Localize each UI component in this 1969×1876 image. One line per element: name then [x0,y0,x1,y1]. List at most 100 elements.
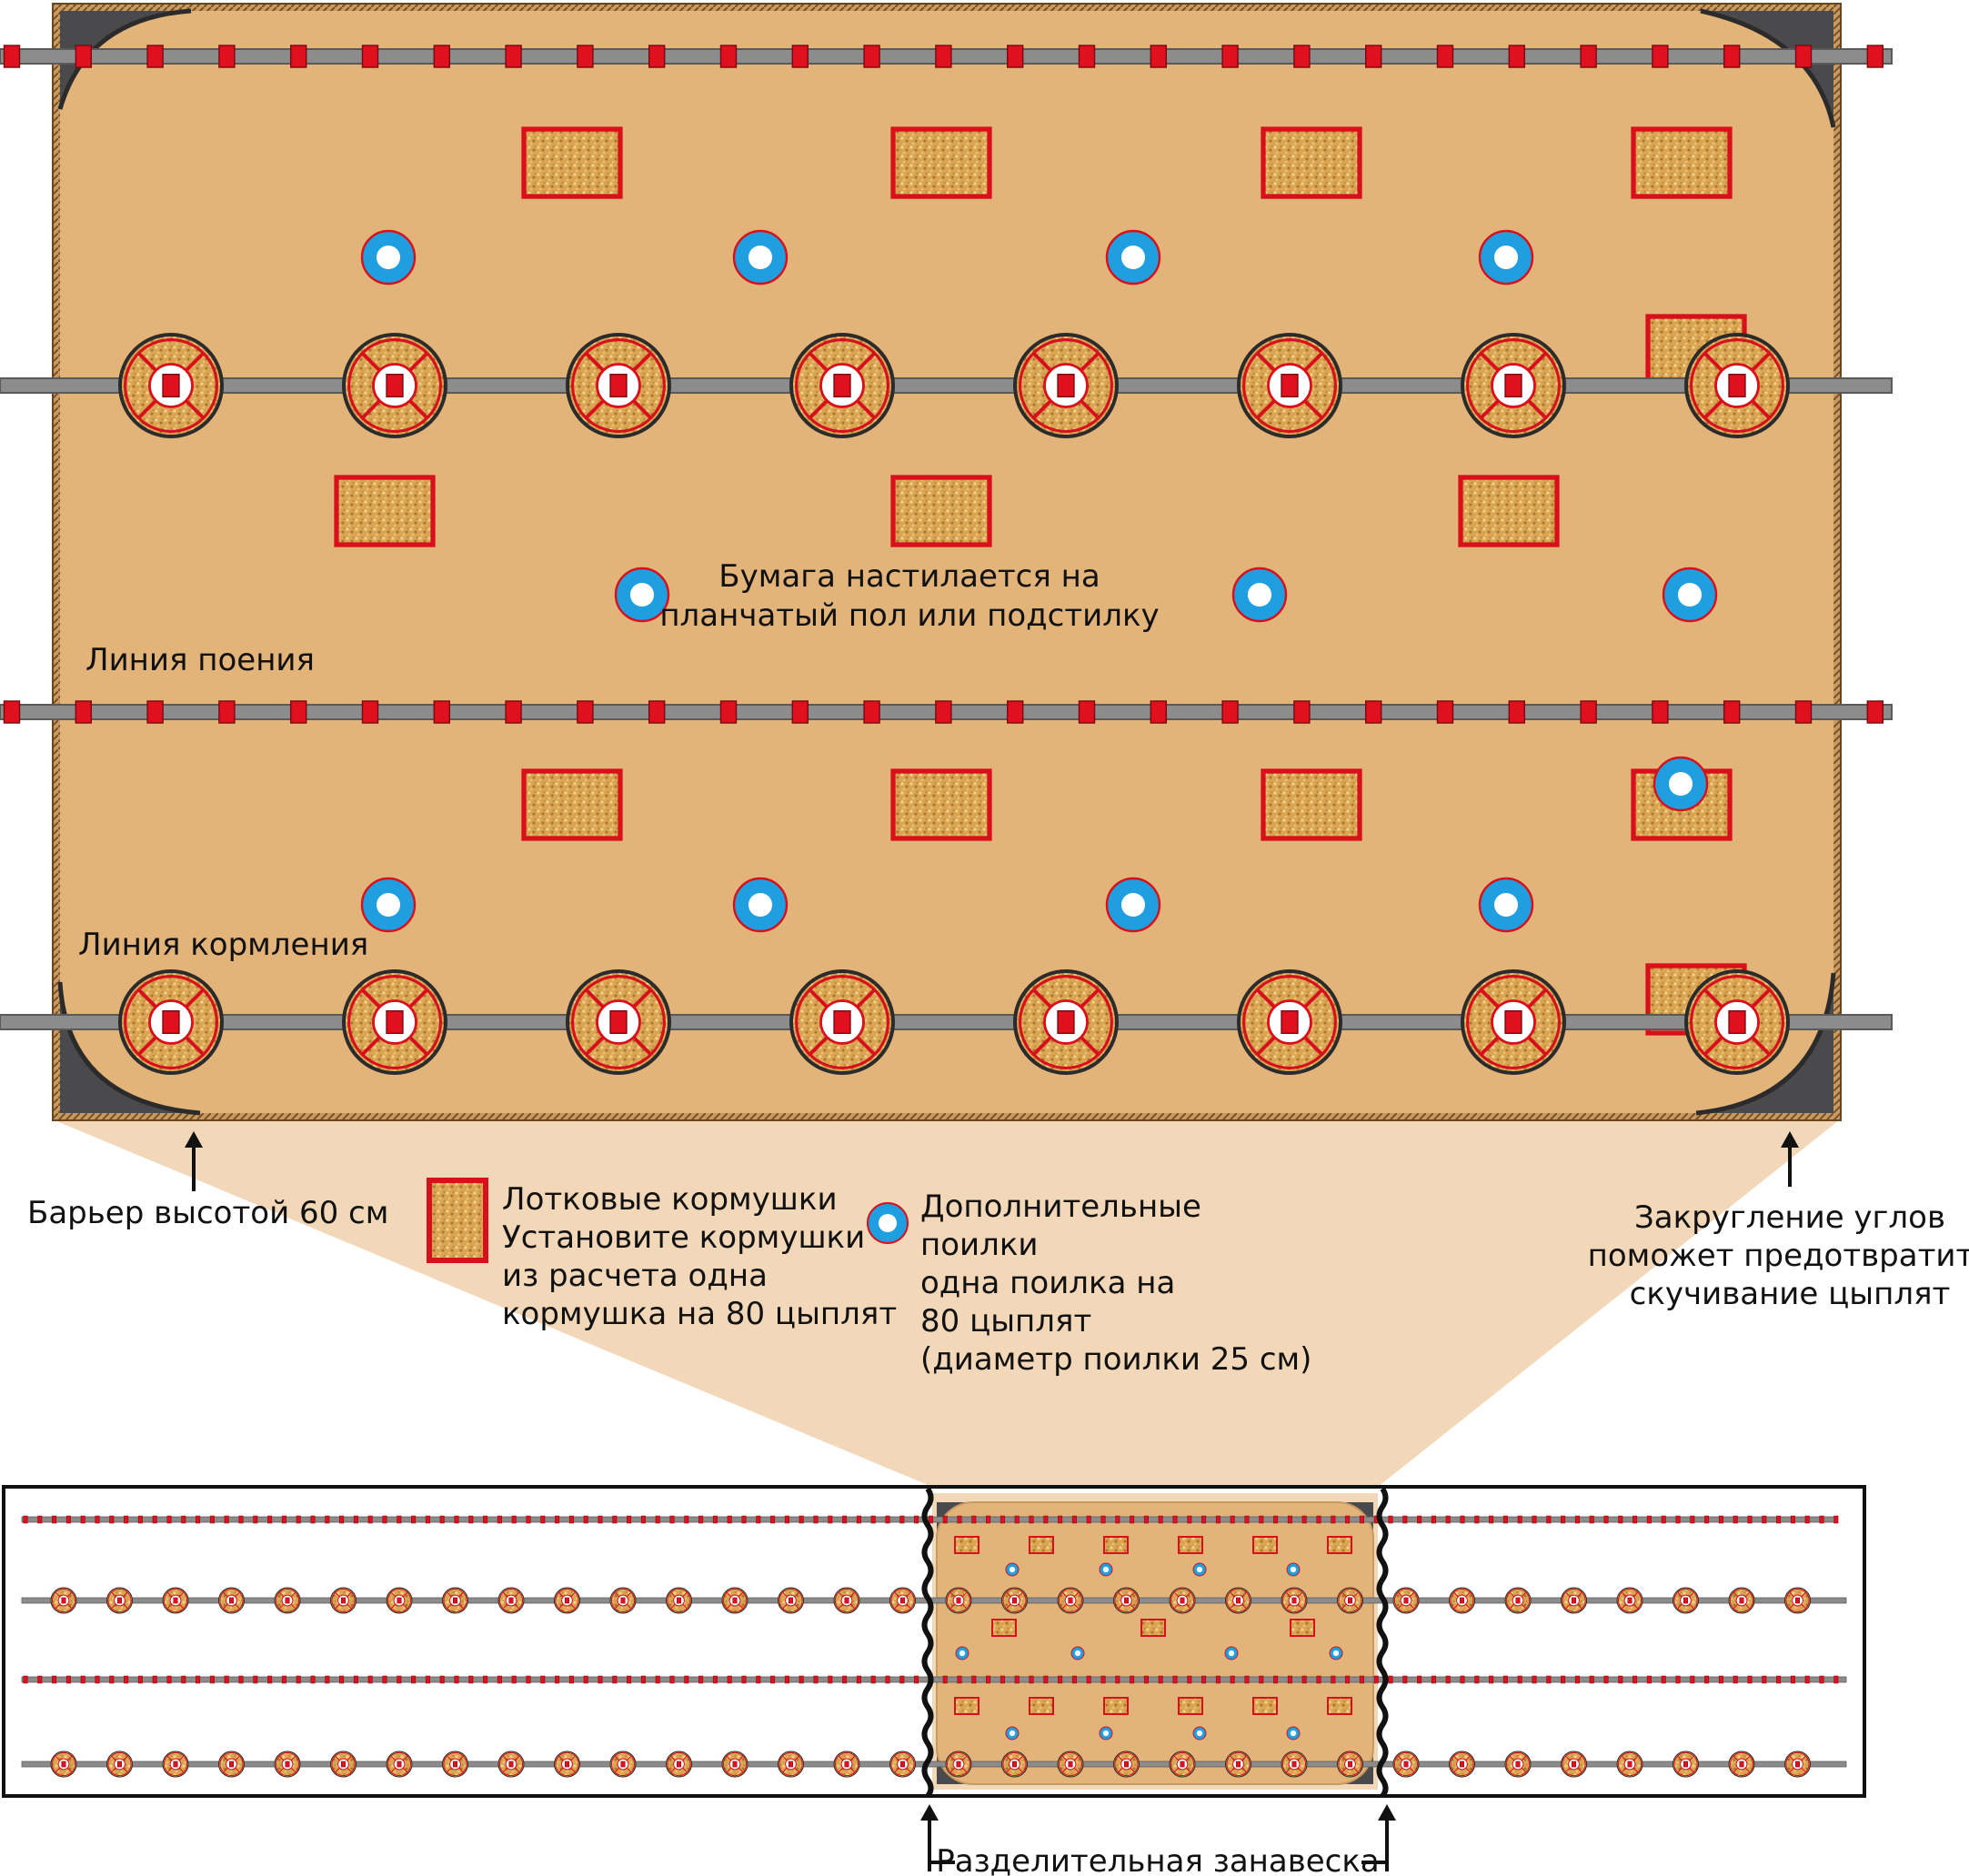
nipple-drinker-icon [1187,1675,1192,1684]
nipple-drinker-icon [1201,1675,1207,1684]
nipple-drinker-icon [1316,1675,1321,1684]
nipple-drinker-icon [698,1675,704,1684]
nipple-drinker-icon [1690,1675,1695,1684]
drinker-icon [732,877,789,933]
nipple-drinker-icon [361,700,379,724]
nipple-drinker-icon [1158,1675,1163,1684]
nipple-drinker-icon [1723,45,1741,68]
nipple-drinker-icon [1071,1515,1077,1524]
nipple-drinker-icon [583,1515,588,1524]
pan-feeder-icon [1057,1587,1084,1614]
nipple-drinker-icon [224,1675,229,1684]
tray-feeder-icon [991,1619,1017,1637]
pan-feeder-icon [106,1751,133,1778]
tray-feeders-line-3: из расчета одна [502,1258,768,1294]
nipple-drinker-icon [1417,1515,1422,1524]
pan-feeder-icon [1225,1587,1251,1614]
nipple-drinker-icon [281,1675,286,1684]
nipple-drinker-icon [52,1675,57,1684]
curtain-right [1376,1487,1389,1798]
nipple-drinker-icon [1675,1675,1681,1684]
pan-feeder-icon [554,1751,580,1778]
nipple-drinker-icon [1201,1515,1207,1524]
pan-feeder-icon [666,1587,692,1614]
nipple-drinker-icon [986,1515,991,1524]
drinker-icon [1478,877,1534,933]
corner-guard-tr [1701,11,1833,127]
tray-feeder-icon [1252,1536,1278,1554]
nipple-drinker-icon [863,700,880,724]
nipple-drinker-icon [124,1675,129,1684]
pan-feeder-icon [1013,969,1119,1075]
nipple-drinker-icon [828,1675,833,1684]
nipple-drinker-icon [1618,1515,1623,1524]
nipple-drinker-icon [1445,1675,1451,1684]
pan-feeder-icon [1784,1587,1811,1614]
pan-feeder-icon [889,1751,916,1778]
drinker-icon [1005,1562,1020,1577]
rounded-corner-bl [57,981,201,1116]
nipple-drinker-icon [361,45,379,68]
pan-feeder-icon [1449,1587,1475,1614]
nipple-drinker-icon [1000,1515,1005,1524]
nipple-drinker-icon [511,1675,517,1684]
nipple-drinker-icon [1646,1675,1652,1684]
pan-feeder-icon [889,1587,916,1614]
nipple-drinker-icon [526,1675,531,1684]
nipple-drinker-icon [505,700,522,724]
nipple-drinker-icon [1301,1675,1307,1684]
pan-feeder-icon [554,1587,580,1614]
nipple-drinker-icon [1230,1675,1235,1684]
nipple-drinker-icon [1143,1515,1149,1524]
tray-feeder-icon [1029,1697,1054,1715]
feeding-line [0,1014,1893,1030]
drinker-icon [614,567,670,623]
nipple-drinker-icon [784,1675,789,1684]
nipple-drinker-icon [684,1675,689,1684]
pan-feeder-icon [778,1751,804,1778]
nipple-drinker-icon [1187,1515,1192,1524]
pan-feeder-icon [1784,1751,1811,1778]
nipple-drinker-icon [23,1675,28,1684]
nipple-drinker-icon [1331,1515,1336,1524]
nipple-drinker-icon [1517,1675,1522,1684]
nipple-drinker-icon [1436,45,1454,68]
nipple-drinker-icon [181,1515,186,1524]
house-overview [2,1485,1866,1798]
nipple-drinker-icon [1460,1515,1465,1524]
nipple-drinker-icon [1293,45,1311,68]
nipple-drinker-icon [1006,45,1024,68]
nipple-drinker-icon [612,1675,618,1684]
tray-feeder-icon [1178,1536,1203,1554]
nipple-drinker-icon [1517,1515,1522,1524]
nipple-drinker-icon [598,1515,603,1524]
pan-feeder-icon [945,1587,972,1614]
pan-feeder-icon [1392,1587,1420,1614]
nipple-drinker-icon [784,1515,789,1524]
nipple-drinker-icon [1287,1675,1292,1684]
nipple-drinker-icon [1316,1515,1321,1524]
pan-feeder-icon [1337,1751,1363,1778]
nipple-drinker-icon [914,1675,919,1684]
nipple-drinker-icon [669,1515,675,1524]
nipple-drinker-icon [1776,1675,1782,1684]
drinker-icon [360,877,417,933]
pan-feeder-icon [162,1751,189,1778]
nipple-drinker-icon [1215,1515,1221,1524]
nipple-drinker-icon [971,1675,977,1684]
nipple-drinker-icon [1460,1675,1465,1684]
nipple-drinker-icon [1646,1515,1652,1524]
pan-feeder-icon [386,1587,413,1614]
nipple-drinker-icon [770,1675,776,1684]
pan-feeder-icon [1616,1587,1643,1614]
pan-feeder-icon [1169,1751,1196,1778]
nipple-drinker-icon [540,1515,546,1524]
nipple-drinker-icon [627,1515,632,1524]
tray-feeders-line-4: кормушка на 80 цыплят [502,1296,897,1332]
nipple-drinker-icon [1006,700,1024,724]
nipple-drinker-icon [209,1515,215,1524]
nipple-drinker-icon [1632,1515,1638,1524]
nipple-drinker-icon [1489,1675,1494,1684]
nipple-drinker-icon [1661,1675,1666,1684]
drinker-icon [1224,1646,1239,1660]
